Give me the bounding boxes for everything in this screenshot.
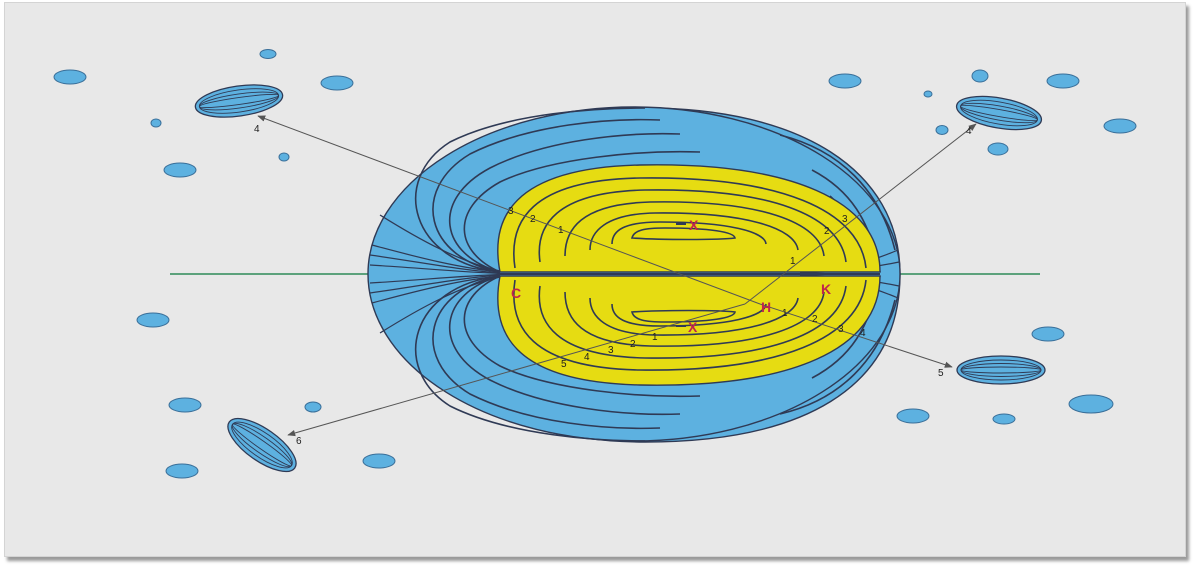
blob	[320, 75, 354, 91]
striped-droplet-upper-left	[194, 84, 284, 118]
upper-right-tick: 1	[790, 256, 796, 267]
left-point-label: C	[511, 285, 521, 301]
blob	[896, 408, 930, 424]
upper-left-tick: 2	[530, 214, 536, 225]
lower-right-arrow-end-label: 5	[938, 368, 944, 379]
upper-right-arrow-end-label: 4	[966, 126, 972, 137]
inner-contours-upper	[513, 177, 867, 269]
blob	[923, 90, 933, 98]
lower-left-tick: 4	[584, 352, 590, 363]
striped-droplet-lower-left	[227, 417, 297, 473]
upper-right-tick: 3	[842, 214, 848, 225]
blob	[935, 125, 949, 135]
inner-contours-lower	[513, 279, 867, 371]
blob	[304, 401, 322, 413]
blob	[163, 162, 197, 178]
blob	[165, 463, 199, 479]
upper-left-arrow-end-label: 4	[254, 124, 260, 135]
lower-left-tick: 5	[561, 359, 567, 370]
blob	[1103, 118, 1137, 134]
center-bottom-label: X	[688, 319, 698, 335]
lower-left-tick: 3	[608, 345, 614, 356]
blob	[987, 142, 1009, 156]
blob	[992, 413, 1016, 425]
blob	[1031, 326, 1065, 342]
blob	[259, 49, 277, 59]
upper-left-tick: 3	[508, 206, 514, 217]
upper-right-tick: 2	[824, 226, 830, 237]
lower-right-tick: 1	[782, 308, 788, 319]
upper-left-tick: 1	[558, 225, 564, 236]
upper-right-arrow	[744, 123, 977, 305]
upper-left-arrow	[257, 115, 761, 305]
arrows	[257, 115, 977, 437]
lower-left-arrow-end-label: 6	[296, 436, 302, 447]
blob	[971, 69, 989, 83]
lower-left-tick: 1	[652, 332, 658, 343]
inner-region-lower	[497, 275, 881, 386]
center-top-label: X	[689, 217, 699, 233]
blob	[278, 152, 290, 162]
background-blobs	[53, 49, 1137, 479]
lower-right-arrow	[759, 303, 953, 368]
blob	[168, 397, 202, 413]
right-point-label: K	[821, 281, 831, 297]
intersection-label: H	[761, 299, 771, 315]
left-converging-lines	[369, 214, 501, 334]
blob	[53, 69, 87, 85]
lower-left-arrow	[287, 303, 746, 437]
lower-right-tick: 3	[838, 324, 844, 335]
inner-region-upper	[497, 164, 881, 273]
blob	[136, 312, 170, 328]
striped-droplet-lower-right	[956, 355, 1046, 385]
blob	[362, 453, 396, 469]
blob	[1046, 73, 1080, 89]
blob	[1068, 394, 1114, 414]
blob	[828, 73, 862, 89]
blob	[150, 118, 162, 128]
lower-right-tick: 4	[860, 328, 866, 339]
striped-droplet-upper-right	[955, 95, 1043, 131]
lower-left-tick: 2	[630, 339, 636, 350]
lower-right-tick: 2	[812, 314, 818, 325]
